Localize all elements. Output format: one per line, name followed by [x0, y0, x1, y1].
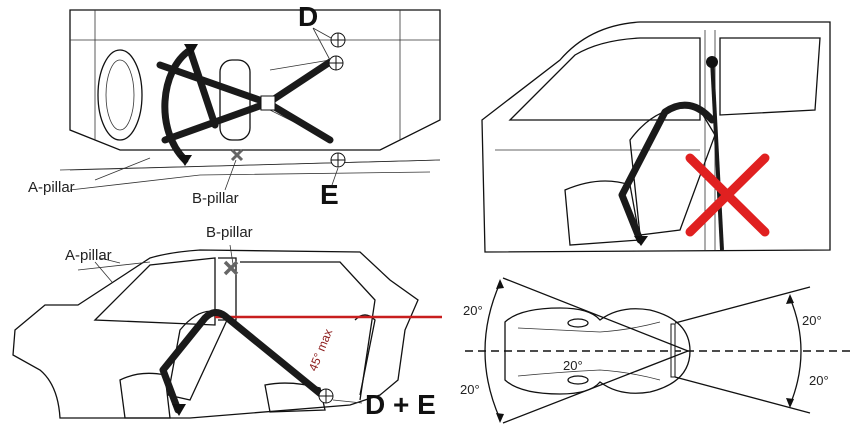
buckle-icon: [260, 95, 276, 111]
harness-belts: [156, 46, 334, 164]
belt-anchor-icon: [172, 404, 186, 416]
side-view-panel: B-pillar A-pillar 45° max D + E: [12, 224, 442, 420]
label-e: E: [320, 179, 339, 210]
steering-wheel: [97, 49, 143, 141]
label-a-pillar: A-pillar: [28, 179, 75, 196]
cross-icon: [685, 153, 770, 237]
anchor-point-icon: [330, 152, 346, 168]
label-b-pillar: B-pillar: [192, 190, 239, 207]
belt-anchor-icon: [634, 236, 648, 246]
anchor-point-icon: [328, 55, 344, 71]
b-pillar-cross-icon: [223, 260, 239, 276]
anchor-point-icon: [318, 388, 334, 404]
angle-label: 20°: [463, 303, 483, 318]
belt-anchor-icon: [706, 56, 718, 68]
belt-anchor-icon: [178, 155, 192, 166]
label-a-pillar: A-pillar: [65, 247, 112, 264]
label-45-max: 45° max: [306, 327, 336, 373]
top-view-interior-panel: D E A-pillar B-pillar: [28, 1, 441, 210]
belt-anchor-icon: [184, 44, 198, 56]
car-top-outline: [504, 307, 691, 395]
angle-label: 20°: [802, 313, 822, 328]
angle-label: 20°: [460, 382, 480, 397]
label-d: D: [298, 1, 318, 32]
angle-top-view-panel: 20° 20° 20° 20° 20°: [460, 277, 850, 424]
b-pillar-cross-icon: [230, 148, 244, 162]
label-d-plus-e: D + E: [365, 389, 436, 420]
anchor-point-icon: [330, 32, 346, 48]
seat-back: [219, 59, 251, 141]
label-b-pillar: B-pillar: [206, 224, 253, 241]
angle-label: 20°: [809, 373, 829, 388]
incorrect-mounting-panel: [481, 21, 831, 253]
angle-label: 20°: [563, 358, 583, 373]
